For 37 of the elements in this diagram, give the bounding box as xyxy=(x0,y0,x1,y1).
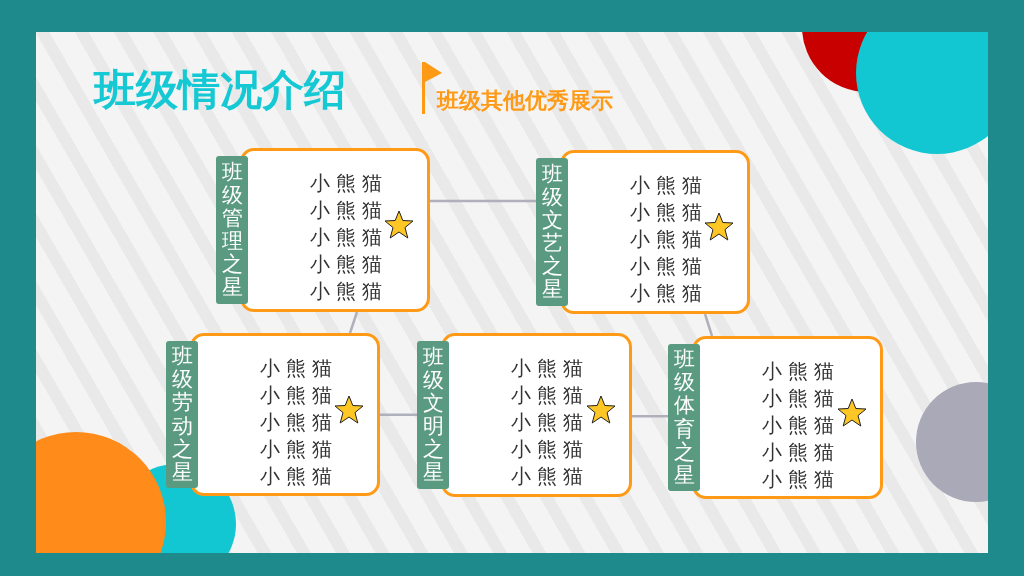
category-tag: 班级劳动之星 xyxy=(166,341,198,488)
student-name: 小 熊 猫 xyxy=(309,251,383,278)
student-name: 小 熊 猫 xyxy=(629,226,703,253)
student-name: 小 熊 猫 xyxy=(761,358,835,385)
category-tag: 班级管理之星 xyxy=(216,156,248,304)
student-name: 小 熊 猫 xyxy=(510,436,584,463)
student-name: 小 熊 猫 xyxy=(259,409,333,436)
student-name: 小 熊 猫 xyxy=(510,355,584,382)
student-name: 小 熊 猫 xyxy=(629,199,703,226)
connector-line xyxy=(348,311,359,334)
student-name: 小 熊 猫 xyxy=(259,463,333,490)
student-name: 小 熊 猫 xyxy=(309,197,383,224)
student-name: 小 熊 猫 xyxy=(629,253,703,280)
connector-line xyxy=(703,313,714,337)
connector-line xyxy=(430,199,536,203)
student-name: 小 熊 猫 xyxy=(309,170,383,197)
student-name: 小 熊 猫 xyxy=(510,463,584,490)
student-name: 小 熊 猫 xyxy=(510,409,584,436)
student-name: 小 熊 猫 xyxy=(259,355,333,382)
student-name: 小 熊 猫 xyxy=(761,466,835,493)
student-name: 小 熊 猫 xyxy=(510,382,584,409)
slide-title: 班级情况介绍 xyxy=(94,64,346,116)
student-name: 小 熊 猫 xyxy=(629,172,703,199)
category-tag: 班级体育之星 xyxy=(668,344,700,491)
category-tag: 班级文艺之星 xyxy=(536,158,568,306)
student-name: 小 熊 猫 xyxy=(259,436,333,463)
student-name: 小 熊 猫 xyxy=(761,385,835,412)
student-name: 小 熊 猫 xyxy=(761,412,835,439)
subtitle: 班级其他优秀展示 xyxy=(437,87,613,115)
connector-line xyxy=(380,413,417,416)
student-name: 小 熊 猫 xyxy=(629,280,703,307)
connector-line xyxy=(632,415,668,418)
student-name: 小 熊 猫 xyxy=(309,224,383,251)
student-name: 小 熊 猫 xyxy=(259,382,333,409)
student-name: 小 熊 猫 xyxy=(309,278,383,305)
student-name: 小 熊 猫 xyxy=(761,439,835,466)
category-tag: 班级文明之星 xyxy=(417,341,449,489)
